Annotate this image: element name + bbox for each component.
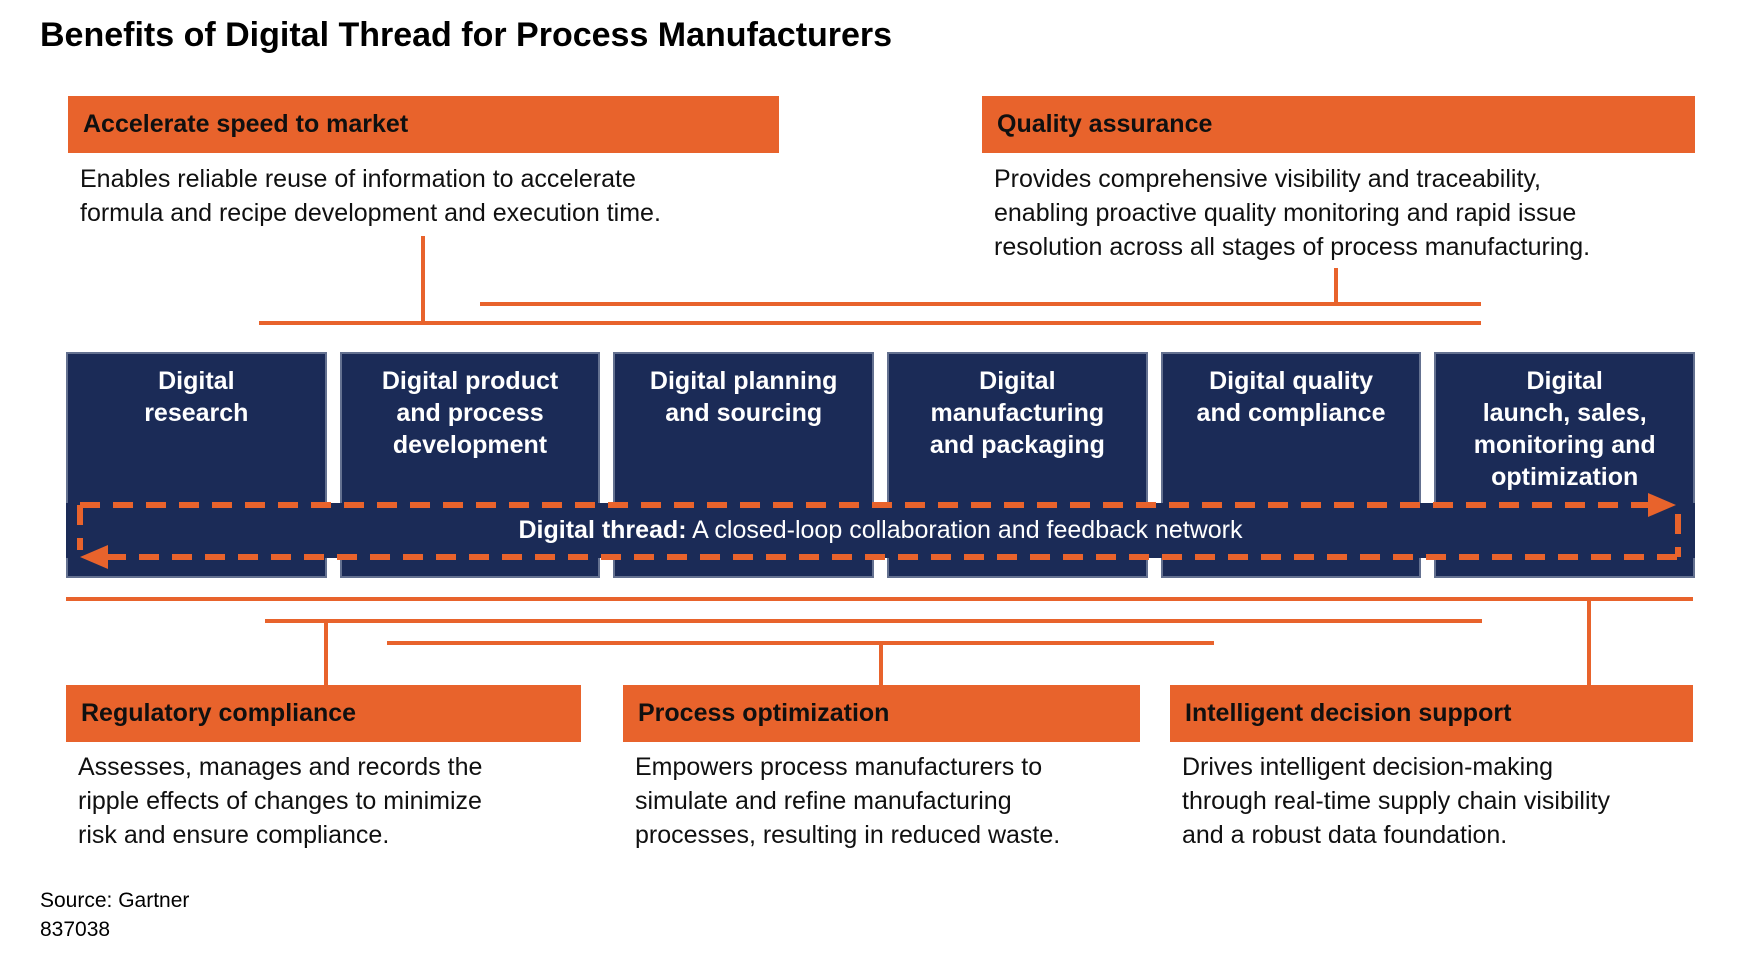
page-title: Benefits of Digital Thread for Process M… [40, 16, 893, 54]
stage-label: Digital planning and sourcing [649, 367, 838, 427]
digital-thread-label: Digital thread: A closed-loop collaborat… [519, 516, 1243, 545]
stage-label: Digital manufacturing and packaging [929, 367, 1105, 459]
benefit-description-accelerate-speed: Enables reliable reuse of information to… [80, 165, 661, 227]
stage-label: Digital product and process development [381, 367, 559, 459]
benefit-box-process-optimization: Process optimization [623, 685, 1140, 742]
digital-thread-label-prefix: Digital thread: [518, 516, 687, 544]
source-note: Source: Gartner 837038 [40, 886, 189, 944]
benefit-description-intelligent-decision-support: Drives intelligent decision-making throu… [1182, 753, 1610, 849]
stage-label: Digital quality and compliance [1196, 367, 1386, 427]
benefit-box-accelerate-speed: Accelerate speed to market [68, 96, 779, 153]
digital-thread-label-text: A closed-loop collaboration and feedback… [686, 516, 1243, 544]
benefit-label: Process optimization [638, 699, 890, 727]
source-id: 837038 [40, 918, 111, 941]
stage-label: Digital launch, sales, monitoring and op… [1473, 367, 1656, 491]
benefit-label: Regulatory compliance [81, 699, 357, 727]
benefit-box-quality-assurance: Quality assurance [982, 96, 1695, 153]
benefit-label: Accelerate speed to market [83, 110, 409, 138]
benefit-label: Quality assurance [997, 110, 1213, 138]
benefit-label: Intelligent decision support [1185, 699, 1512, 727]
benefit-box-regulatory-compliance: Regulatory compliance [66, 685, 581, 742]
benefit-description-quality-assurance: Provides comprehensive visibility and tr… [994, 165, 1591, 261]
digital-thread-band: Digital thread: A closed-loop collaborat… [66, 503, 1695, 558]
benefit-box-intelligent-decision-support: Intelligent decision support [1170, 685, 1693, 742]
benefit-description-process-optimization: Empowers process manufacturers to simula… [635, 753, 1061, 849]
benefit-description-regulatory-compliance: Assesses, manages and records the ripple… [78, 753, 483, 849]
source-line: Source: Gartner [40, 889, 190, 912]
stage-label: Digital research [144, 367, 249, 427]
